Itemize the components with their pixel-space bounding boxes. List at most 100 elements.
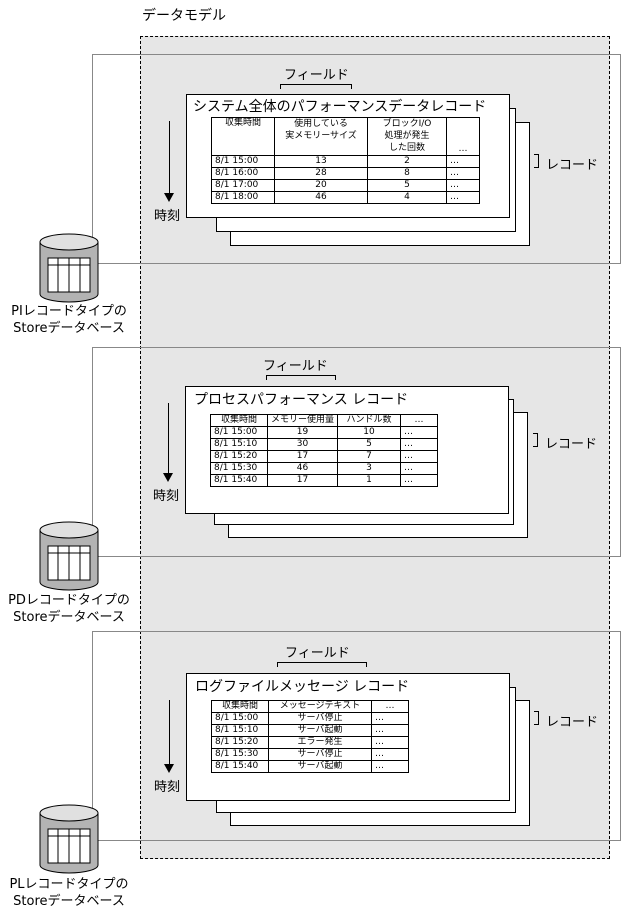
pi-record-bracket: [534, 154, 539, 168]
cell: 17: [266, 474, 339, 487]
pi-time-label: 時刻: [154, 209, 181, 224]
cell: 30: [266, 438, 339, 451]
pl-time-arrow-head: [164, 764, 174, 773]
pl-db-caption: PLレコードタイプの Storeデータベース: [4, 876, 134, 910]
cell: 8/1 18:00: [211, 191, 275, 204]
cell: サーバ停止: [268, 748, 372, 761]
pd-header-more: …: [400, 414, 439, 427]
pi-header-blockio-text: ブロックI/O 処理が発生 した回数: [382, 119, 432, 153]
pi-db-caption: PIレコードタイプの Storeデータベース: [4, 303, 134, 337]
pi-group-frame: [92, 54, 621, 264]
cell: 8/1 15:40: [210, 474, 268, 487]
cell: 2: [367, 155, 447, 168]
pi-record-card: システム全体のパフォーマンスデータレコード 収集時間 使用している 実メモリーサ…: [186, 94, 510, 218]
pi-record-title: システム全体のパフォーマンスデータレコード: [193, 99, 487, 115]
pd-time-label: 時刻: [153, 489, 180, 504]
pd-group-frame: [92, 347, 621, 557]
pl-header-time: 収集時間: [211, 700, 269, 713]
cell: …: [371, 724, 409, 737]
cell: …: [371, 748, 409, 761]
cell: …: [446, 155, 480, 168]
pl-group-frame: [92, 631, 621, 841]
cell: 8/1 15:00: [210, 426, 268, 439]
pi-time-arrow-head: [164, 193, 174, 202]
database-icon: [39, 804, 99, 874]
pd-header-memory: メモリー使用量: [266, 414, 339, 427]
pd-time-arrow-line: [168, 403, 169, 475]
cell: 13: [274, 155, 368, 168]
pl-time-label: 時刻: [154, 780, 181, 795]
cell: 8/1 15:20: [210, 450, 268, 463]
cell: エラー発生: [268, 736, 372, 749]
cell: 8/1 16:00: [211, 167, 275, 180]
cell: 4: [367, 191, 447, 204]
cell: 8/1 15:00: [211, 712, 269, 725]
cell: 1: [337, 474, 402, 487]
pi-header-memory-text: 使用している 実メモリーサイズ: [285, 119, 357, 141]
pi-field-label: フィールド: [284, 68, 349, 83]
pl-record-bracket: [534, 711, 539, 725]
pl-header-message: メッセージテキスト: [268, 700, 372, 713]
pd-db-caption-line1: PDレコードタイプの: [8, 593, 130, 608]
cell: 8/1 15:10: [210, 438, 268, 451]
pi-record-label: レコード: [546, 158, 599, 173]
cell: 8/1 15:20: [211, 736, 269, 749]
pd-time-arrow-head: [163, 473, 173, 482]
pi-header-more: …: [446, 117, 480, 156]
database-icon: [39, 521, 99, 591]
cell: …: [371, 760, 409, 773]
pi-header-time: 収集時間: [211, 117, 275, 156]
pl-db-caption-line2: Storeデータベース: [13, 894, 125, 909]
cell: 3: [337, 462, 402, 475]
cell: 5: [367, 179, 447, 192]
pl-record-title: ログファイルメッセージ レコード: [195, 679, 410, 695]
cell: 46: [266, 462, 339, 475]
cell: …: [400, 426, 439, 439]
pd-field-label: フィールド: [263, 359, 328, 374]
cell: 8/1 15:00: [211, 155, 275, 168]
pd-header-time: 収集時間: [210, 414, 268, 427]
cell: サーバ起動: [268, 724, 372, 737]
pl-field-label: フィールド: [285, 646, 350, 661]
pd-db-caption-line2: Storeデータベース: [13, 610, 125, 625]
pl-field-bracket: [277, 662, 367, 667]
pi-db-caption-line1: PIレコードタイプの: [11, 304, 127, 319]
pl-time-arrow-line: [169, 700, 170, 766]
cell: サーバ停止: [268, 712, 372, 725]
data-model-label: データモデル: [142, 8, 226, 24]
cell: サーバ起動: [268, 760, 372, 773]
cell: …: [400, 474, 439, 487]
cell: …: [400, 438, 439, 451]
cell: 8/1 15:10: [211, 724, 269, 737]
cell: 20: [274, 179, 368, 192]
pd-field-bracket: [266, 375, 336, 380]
pd-record-label: レコード: [545, 437, 598, 452]
cell: 10: [337, 426, 402, 439]
pd-header-handles: ハンドル数: [337, 414, 402, 427]
cell: 8/1 15:40: [211, 760, 269, 773]
cell: 46: [274, 191, 368, 204]
pi-record-table: 収集時間 使用している 実メモリーサイズ ブロックI/O 処理が発生 した回数 …: [211, 117, 480, 204]
cell: 8/1 17:00: [211, 179, 275, 192]
pi-header-blockio: ブロックI/O 処理が発生 した回数: [367, 117, 447, 156]
pi-header-memory: 使用している 実メモリーサイズ: [274, 117, 368, 156]
cell: 8: [367, 167, 447, 180]
pd-record-card: プロセスパフォーマンス レコード 収集時間 メモリー使用量 ハンドル数 … 8/…: [185, 386, 509, 514]
pl-db-caption-line1: PLレコードタイプの: [9, 877, 129, 892]
cell: …: [371, 736, 409, 749]
cell: 19: [266, 426, 339, 439]
cell: …: [371, 712, 409, 725]
cell: …: [446, 167, 480, 180]
